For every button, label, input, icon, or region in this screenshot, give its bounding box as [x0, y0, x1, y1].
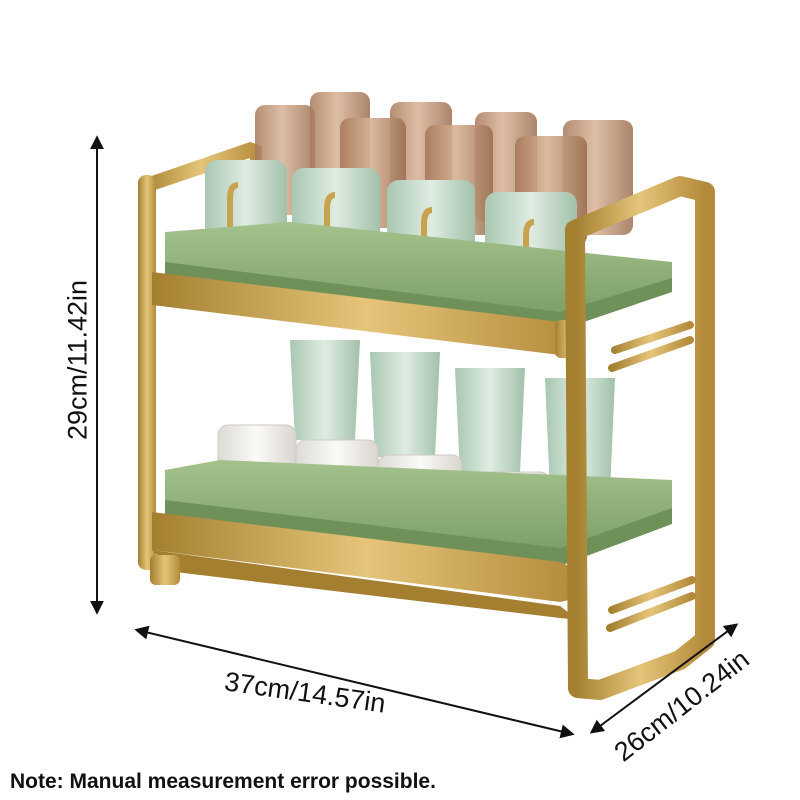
- depth-arrow: [589, 623, 739, 734]
- height-dimension-label: 29cm/11.42in: [62, 279, 93, 441]
- measurement-note: Note: Manual measurement error possible.: [10, 770, 436, 793]
- dimension-arrows: [90, 135, 739, 739]
- bottom-gold-rail: [150, 512, 578, 620]
- top-tray: [165, 222, 672, 330]
- width-arrow: [134, 625, 575, 739]
- bottom-tray: [165, 460, 672, 566]
- mint-vases: [290, 340, 615, 493]
